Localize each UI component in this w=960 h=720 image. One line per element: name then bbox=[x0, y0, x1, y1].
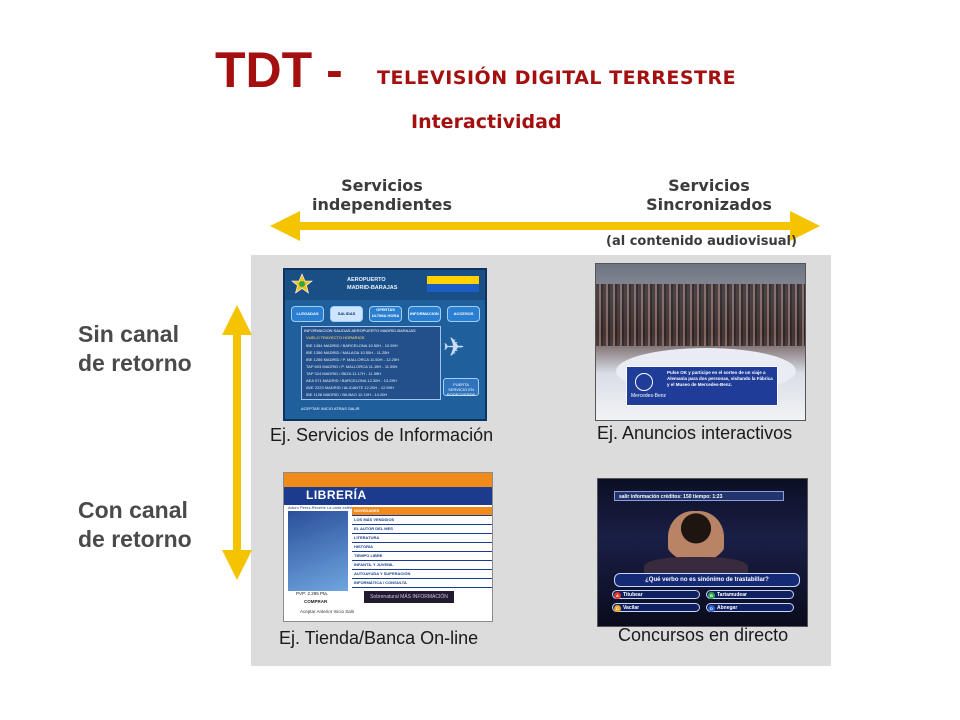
flights-table: INFORMACION SALIDAS AEROPUERTO MADRID-BA… bbox=[301, 326, 441, 400]
tv-ad-screenshot: Mercedes-Benz Pulse OK y participe en el… bbox=[595, 263, 806, 421]
airport-legend: ACEPTAR INICIO ATRAS SALIR bbox=[301, 406, 360, 411]
answer-text-d: Abnegar bbox=[717, 605, 738, 611]
vertical-double-arrow bbox=[222, 305, 252, 580]
quiz-screenshot: salir información créditos: 150 tiempo: … bbox=[597, 478, 808, 627]
quiz-answer-c[interactable]: C Vacilar bbox=[612, 603, 700, 612]
shop-top-stripe bbox=[284, 473, 492, 487]
ad-text: Pulse OK y participe en el sorteo de un … bbox=[667, 370, 773, 387]
axis-note: (al contenido audiovisual) bbox=[606, 234, 797, 249]
flights-table-row: IBE 1454 MADRID / BARCELONA 10.50H - 10.… bbox=[306, 343, 398, 348]
audience-image bbox=[596, 284, 805, 346]
quiz-answer-a[interactable]: A Titubear bbox=[612, 590, 700, 599]
buy-button[interactable]: COMPRAR bbox=[304, 599, 328, 604]
airport-btn-llegadas[interactable]: LLEGADAS bbox=[291, 306, 324, 322]
answer-text-a: Titubear bbox=[623, 592, 643, 598]
title-main: TDT - bbox=[215, 42, 343, 98]
horizontal-double-arrow bbox=[270, 211, 820, 241]
star-logo-icon bbox=[291, 273, 313, 294]
axis-left-label: Servicios independientes bbox=[300, 176, 464, 214]
book-title: Arturo Pérez-Reverte La carta esférica bbox=[288, 505, 357, 510]
caption-shop: Ej. Tienda/Banca On-line bbox=[279, 628, 479, 648]
mercedes-logo-icon bbox=[635, 373, 653, 391]
answer-text-b: Tartamudear bbox=[717, 592, 747, 598]
row-label-con-canal-line2: de retorno bbox=[78, 526, 192, 552]
quiz-answer-b[interactable]: B Tartamudear bbox=[706, 590, 794, 599]
airport-btn-accesos[interactable]: ACCESOS bbox=[447, 306, 480, 322]
flag-icon bbox=[427, 276, 479, 292]
shop-menu-item[interactable]: AUTOAYUDA Y SUPERACIÓN bbox=[352, 570, 492, 579]
answer-letter-d: D bbox=[708, 604, 715, 612]
interactive-ad-banner[interactable]: Mercedes-Benz Pulse OK y participe en el… bbox=[626, 366, 778, 406]
airport-name-line2: MADRID-BARAJAS bbox=[347, 285, 398, 291]
quiz-question: ¿Qué verbo no es sinónimo de trastabilla… bbox=[614, 573, 800, 587]
row-label-sin-canal-line2: de retorno bbox=[78, 350, 192, 376]
airport-btn-ofertas[interactable]: OFERTAS ULTIMA HORA bbox=[369, 306, 402, 322]
shop-menu-item[interactable]: INFANTIL Y JUVENIL bbox=[352, 561, 492, 570]
row-label-con-canal-line1: Con canal bbox=[78, 497, 188, 523]
airport-side-button[interactable]: PUERTA SERVICIO EN RODEOVERDE bbox=[443, 378, 479, 397]
shop-menu-item[interactable]: LOS MÁS VENDIDOS bbox=[352, 516, 492, 525]
airport-btn-informacion[interactable]: INFORMACION bbox=[408, 306, 441, 322]
axis-left-label-line2: independientes bbox=[311, 195, 453, 214]
caption-ads: Ej. Anuncios interactivos bbox=[597, 423, 793, 443]
caption-info: Ej. Servicios de Información bbox=[270, 425, 494, 445]
caption-quiz: Concursos en directo bbox=[618, 625, 789, 645]
subtitle: Interactividad bbox=[411, 111, 562, 133]
airplane-icon: ✈ bbox=[443, 332, 465, 362]
quiz-status-bar: salir información créditos: 150 tiempo: … bbox=[614, 491, 784, 501]
shop-menu-item[interactable]: LITERATURA bbox=[352, 534, 492, 543]
answer-letter-b: B bbox=[708, 591, 715, 599]
shop-header-bar bbox=[284, 487, 492, 505]
flights-table-row: IBE 1356 MADRID / MALAGA 10.55H - 11.25H bbox=[306, 350, 390, 355]
answer-letter-c: C bbox=[614, 604, 621, 612]
shop-menu-item[interactable]: HISTORIA bbox=[352, 543, 492, 552]
flights-table-row: AVE 2223 MADRID / ALICANTE 12.20H - 12.5… bbox=[306, 385, 394, 390]
title-sub: TELEVISIÓN DIGITAL TERRESTRE bbox=[377, 67, 737, 89]
flights-table-row: AEA 071 MADRID / BARCELONA 12.30H - 13.2… bbox=[306, 378, 397, 383]
axis-right-label-line1: Servicios bbox=[668, 176, 750, 195]
flights-table-row: IBE 1256 MADRID / P. MALLORCA 11.50H - 1… bbox=[306, 357, 400, 362]
axis-right-label-line2: Sincronizados bbox=[646, 195, 772, 214]
shop-nav-legend: Aceptar Anterior Inicio Salir bbox=[300, 609, 355, 614]
flights-table-row: IBE 1128 MADRID / BILBAO 12.10H - 14.20H bbox=[306, 392, 388, 397]
airport-name-line1: AEROPUERTO bbox=[347, 277, 386, 283]
flights-table-header: VUELO TRAYECTO HORARIOS bbox=[306, 335, 365, 340]
airport-btn-salidas[interactable]: SALIDAS bbox=[330, 306, 363, 322]
shop-menu-item[interactable]: NOVEDADES bbox=[352, 507, 492, 516]
row-label-sin-canal: Sin canal de retorno bbox=[78, 320, 192, 378]
airport-name: AEROPUERTO MADRID-BARAJAS bbox=[347, 276, 397, 292]
shop-brand: LIBRERÍA bbox=[306, 488, 367, 502]
book-cover-image bbox=[288, 511, 348, 591]
shop-menu-item[interactable]: TIEMPO LIBRE bbox=[352, 552, 492, 561]
quiz-answer-d[interactable]: D Abnegar bbox=[706, 603, 794, 612]
row-label-con-canal: Con canal de retorno bbox=[78, 496, 192, 554]
airport-info-screenshot: AEROPUERTO MADRID-BARAJAS LLEGADAS SALID… bbox=[283, 268, 487, 421]
flights-table-row: TAP 324 MADRID / IBIZA 11.17H - 11.55H bbox=[306, 371, 382, 376]
promo-banner[interactable]: Sobrenatural MÁS INFORMACIÓN bbox=[364, 591, 454, 603]
flights-table-row: TAP 603 MADRID / P. MALLORCA 11.15H - 11… bbox=[306, 364, 398, 369]
answer-text-c: Vacilar bbox=[623, 605, 640, 611]
answer-letter-a: A bbox=[614, 591, 621, 599]
book-price: PVP: 2.295 Pta. bbox=[296, 591, 329, 596]
shop-menu: NOVEDADES LOS MÁS VENDIDOS EL AUTOR DEL … bbox=[352, 507, 492, 588]
shop-menu-item[interactable]: INFORMÁTICA / CONSULTA bbox=[352, 579, 492, 588]
axis-left-label-line1: Servicios bbox=[341, 176, 423, 195]
shop-screenshot: LIBRERÍA Arturo Pérez-Reverte La carta e… bbox=[283, 472, 493, 622]
shop-menu-item[interactable]: EL AUTOR DEL MES bbox=[352, 525, 492, 534]
axis-right-label: Servicios Sincronizados bbox=[634, 176, 784, 214]
ad-brand: Mercedes-Benz bbox=[631, 393, 667, 399]
flights-table-title: INFORMACION SALIDAS AEROPUERTO MADRID-BA… bbox=[304, 328, 416, 333]
row-label-sin-canal-line1: Sin canal bbox=[78, 321, 179, 347]
